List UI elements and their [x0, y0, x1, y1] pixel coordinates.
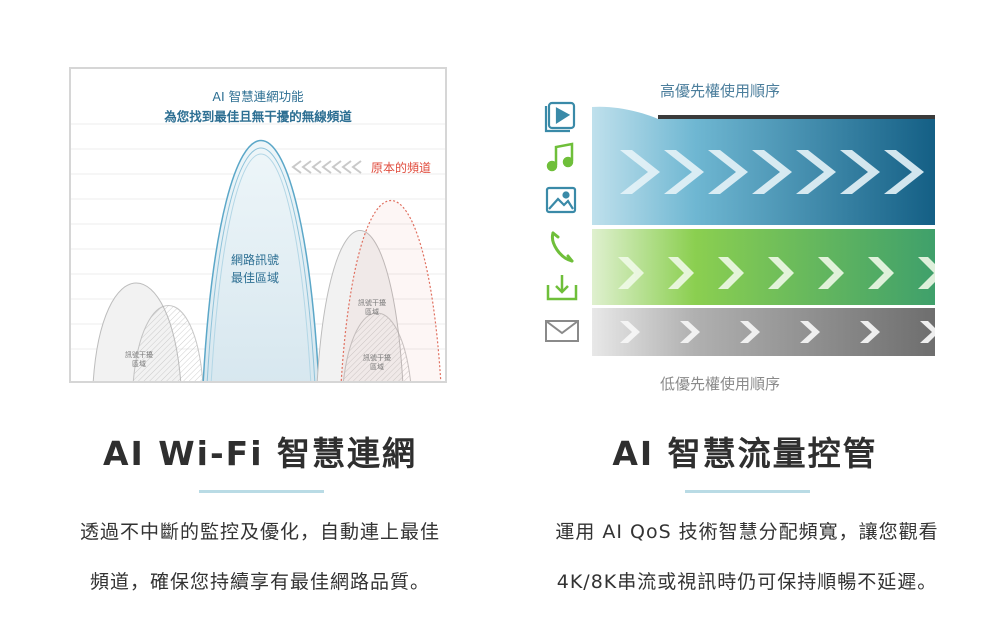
- image-icon: [545, 186, 577, 214]
- section-desc-qos: 運用 AI QoS 技術智慧分配頻寬，讓您觀看 4K/8K串流或視訊時仍可保持順…: [522, 507, 972, 607]
- chevron-arrows: [291, 160, 362, 174]
- section-title-wifi: AI Wi-Fi 智慧連網: [102, 434, 418, 473]
- video-play-icon: [544, 101, 576, 133]
- low-priority-label: 低優先權使用順序: [660, 375, 781, 393]
- qos-priority-diagram: 高優先權使用順序 低優先權使用順序: [540, 75, 940, 395]
- music-note-icon: [546, 142, 574, 172]
- desc-qos-line2: 4K/8K串流或視訊時仍可保持順暢不延遲。: [556, 571, 938, 593]
- qos-bands-svg: [544, 101, 935, 356]
- mid-priority-band: [592, 229, 935, 305]
- desc-wifi-line1: 透過不中斷的監控及優化，自動連上最佳: [79, 521, 440, 543]
- high-priority-label: 高優先權使用順序: [660, 82, 781, 100]
- interference-curve-right-small: [343, 312, 411, 381]
- title-underline-left: [199, 490, 324, 493]
- diagram-caption-line1: AI 智慧連網功能: [212, 89, 304, 104]
- best-zone-label-line1: 網路訊號: [231, 253, 280, 267]
- section-desc-wifi: 透過不中斷的監控及優化，自動連上最佳 頻道，確保您持續享有最佳網路品質。: [40, 507, 480, 607]
- section-title-qos: AI 智慧流量控管: [612, 434, 878, 473]
- low-priority-band: [592, 308, 935, 356]
- interference-label-right-top: 訊號干擾區域: [358, 299, 386, 316]
- interference-curve-left-small: [132, 305, 204, 381]
- mail-icon: [545, 320, 579, 342]
- original-channel-curve: [340, 199, 442, 381]
- interference-label-left: 訊號干擾區域: [125, 351, 153, 368]
- diagram-caption-line2: 為您找到最佳且無干擾的無線頻道: [164, 109, 352, 124]
- best-zone-label-line2: 最佳區域: [231, 271, 280, 285]
- download-icon: [546, 275, 578, 301]
- desc-qos-line1: 運用 AI QoS 技術智慧分配頻寬，讓您觀看: [555, 521, 939, 543]
- wifi-channel-diagram: AI 智慧連網功能 為您找到最佳且無干擾的無線頻道 原本的頻道 網路訊號 最佳區…: [69, 67, 447, 383]
- phone-icon: [550, 231, 574, 263]
- title-underline-right: [685, 490, 810, 493]
- original-channel-label: 原本的頻道: [371, 161, 432, 175]
- desc-wifi-line2: 頻道，確保您持續享有最佳網路品質。: [89, 571, 430, 593]
- channel-curves-svg: [71, 123, 445, 381]
- high-priority-band: [592, 106, 935, 225]
- interference-label-right-bottom: 訊號干擾區域: [363, 354, 391, 371]
- best-channel-curve: [202, 139, 320, 381]
